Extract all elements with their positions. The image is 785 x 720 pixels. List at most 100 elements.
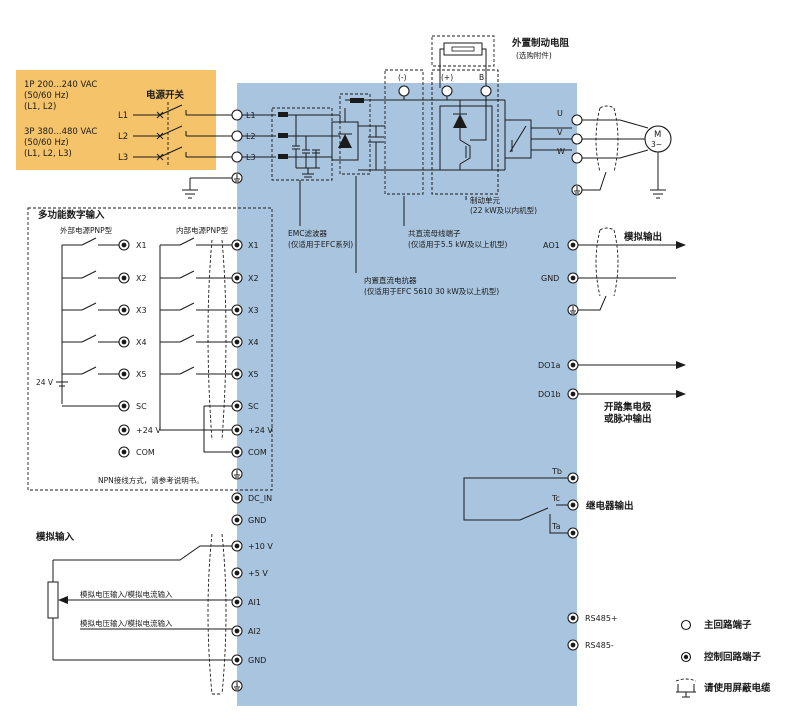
terminal-rs485m-label: RS485- [585, 641, 614, 650]
main-terminal-legend-icon [680, 619, 692, 631]
brake-diode-icon [453, 114, 467, 128]
emc-title: EMC滤波器 [288, 228, 327, 238]
npn-note: NPN接线方式，请参考说明书。 [98, 475, 204, 485]
analog-output-arrow-icon [676, 241, 686, 249]
supply-3p-line2: (50/60 Hz) [24, 138, 69, 148]
terminal-x2-label: X2 [248, 274, 259, 283]
dc-terminal-minus: (-) [398, 73, 407, 82]
terminal-x4-label: X4 [248, 338, 259, 347]
internal-input-group [159, 237, 232, 453]
relay-contact-icon [463, 477, 568, 534]
drive-body [237, 83, 577, 706]
motor-phase-label: 3~ [651, 140, 662, 149]
brake-resistor-note: (选购附件) [516, 50, 552, 60]
terminal-ao1-label: AO1 [543, 241, 560, 250]
terminal-x1-label: X1 [248, 241, 259, 250]
pulse-output-label: 或脉冲输出 [604, 413, 652, 425]
ext-x4-label: X4 [136, 338, 147, 347]
supply-1p-line1: 1P 200...240 VAC [24, 80, 97, 90]
ai2-source-label: 模拟电压输入/模拟电流输入 [80, 618, 173, 628]
pe-icon [234, 174, 240, 182]
brake-unit-box [439, 105, 493, 171]
terminal-24v-label: +24 V [248, 426, 273, 435]
ai1-source-label: 模拟电压输入/模拟电流输入 [80, 589, 173, 599]
supply-panel [16, 70, 216, 170]
terminal-10v-label: +10 V [248, 542, 273, 551]
terminal-ta-label: Ta [551, 522, 561, 531]
emc-note: (仅适用于EFC系列) [288, 239, 353, 249]
ground-icon [182, 178, 198, 199]
legend-shielded-cable: 请使用屏蔽电缆 [704, 682, 771, 694]
external-pnp-label: 外部电源PNP型 [60, 225, 113, 235]
dc-minus-terminal[interactable] [398, 85, 410, 97]
terminal-sc-label: SC [248, 402, 259, 411]
ext-com-label: COM [136, 448, 155, 457]
terminal-tc-label: Tc [551, 494, 560, 503]
legend-control-terminal: 控制回路端子 [704, 651, 762, 663]
brake-resistor-title: 外置制动电阻 [511, 37, 570, 49]
motor-terminal-u: U [557, 109, 563, 118]
drive-l3-terminal[interactable] [231, 151, 243, 163]
dc-reactor-title: 内置直流电抗器 [364, 275, 417, 285]
left-terminal-strip [231, 239, 243, 692]
external-input-group: X1 X2 X3 X4 X5 SC +24 V COM 24 V [36, 237, 161, 458]
supply-3p-line1: 3P 380...480 VAC [24, 127, 97, 137]
battery-icon [56, 381, 68, 392]
terminal-do1b-label: DO1b [538, 390, 561, 399]
brake-unit-title: 制动单元 [470, 195, 500, 205]
terminal-gnd2-label: GND [248, 656, 266, 665]
legend-main-terminal: 主回路端子 [704, 619, 752, 631]
ext-24v-label: +24 V [136, 426, 161, 435]
digital-input-title: 多功能数字输入 [38, 209, 105, 221]
motor-terminal-w: W [557, 147, 565, 156]
motor-pe-icon [574, 186, 580, 194]
dc-terminal-plus: (+) [441, 73, 453, 82]
rectifier-icon [338, 134, 352, 148]
terminal-com-label: COM [248, 448, 267, 457]
terminal-x3-label: X3 [248, 306, 259, 315]
dc-bus-note: (仅适用于5.5 kW及以上机型) [408, 239, 507, 249]
brake-igbt-icon [459, 116, 487, 170]
do1b-arrow-icon [676, 390, 686, 398]
dc-bus-title: 共直流母线端子 [408, 228, 461, 238]
supply-1p-line3: (L1, L2) [24, 102, 56, 112]
terminal-tb-label: Tb [551, 467, 562, 476]
brake-unit-note: (22 kW及以内机型) [470, 205, 537, 215]
pe-analog-icon [234, 682, 240, 690]
capacitor-icon [368, 126, 384, 170]
analog-output-label: 模拟输出 [624, 231, 662, 243]
drive-l2-terminal[interactable] [231, 130, 243, 142]
terminal-gnd1-label: GND [248, 516, 266, 525]
motor-w-terminal[interactable] [571, 152, 583, 164]
motor-v-terminal[interactable] [571, 133, 583, 145]
motor-terminal-v: V [557, 128, 563, 137]
ext-source-label: 24 V [36, 378, 54, 387]
ext-x3-label: X3 [136, 306, 147, 315]
terminal-rs485p-label: RS485+ [585, 614, 618, 623]
supply-line-l3: L3 [118, 153, 128, 163]
open-collector-label: 开路集电极 [604, 401, 652, 413]
terminal-ai1-label: AI1 [248, 598, 261, 607]
dc-terminal-b: B [479, 73, 484, 82]
dc-reactor-note: (仅适用于EFC 5610 30 kW及以上机型) [364, 286, 499, 296]
terminal-ai2-label: AI2 [248, 627, 261, 636]
drive-l1-terminal[interactable] [231, 109, 243, 121]
internal-pnp-label: 内部电源PNP型 [176, 225, 229, 235]
do1a-arrow-icon [676, 361, 686, 369]
potentiometer-icon [47, 581, 59, 619]
ao-pe-icon [570, 306, 576, 314]
ext-x5-label: X5 [136, 370, 147, 379]
terminal-x5-label: X5 [248, 370, 259, 379]
shield-icon [595, 105, 619, 173]
shielded-cable-legend-icon [675, 678, 697, 698]
pe-control-icon [234, 470, 240, 478]
terminal-5v-label: +5 V [248, 569, 268, 578]
motor-u-terminal[interactable] [571, 114, 583, 126]
dc-plus-terminal[interactable] [441, 85, 453, 97]
terminal-dcin-label: DC_IN [248, 494, 272, 503]
ext-sc-label: SC [136, 402, 147, 411]
dc-b-terminal[interactable] [480, 85, 492, 97]
ext-x1-label: X1 [136, 241, 147, 250]
supply-line-l2: L2 [118, 132, 128, 142]
